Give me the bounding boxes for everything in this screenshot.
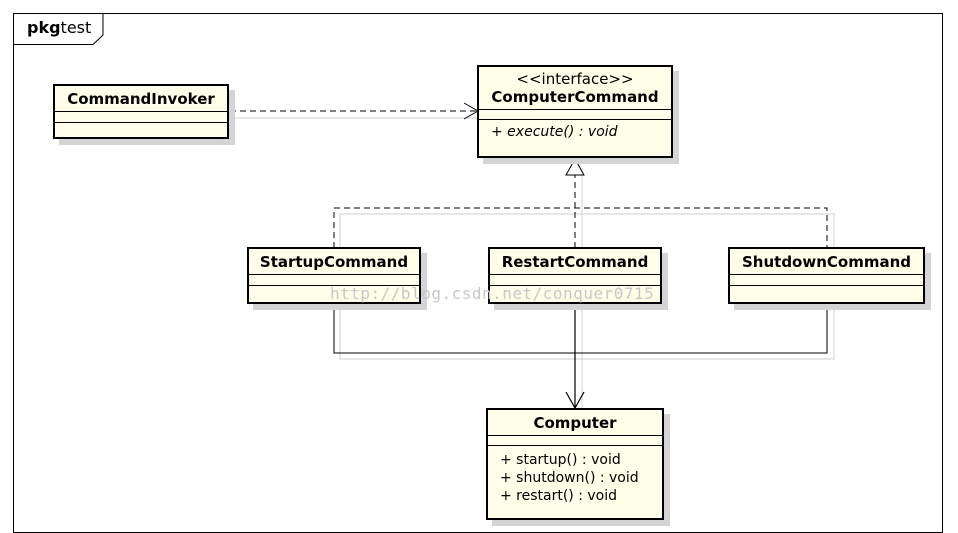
class-restart-command[interactable]: RestartCommand — [488, 247, 662, 304]
interface-computer-command[interactable]: <<interface>> ComputerCommand + execute(… — [477, 65, 673, 158]
attributes-compartment — [479, 110, 671, 120]
class-computer[interactable]: Computer + startup() : void + shutdown()… — [486, 408, 664, 520]
attributes-compartment — [249, 275, 419, 286]
relationship-lines — [230, 102, 835, 410]
operation: + shutdown() : void — [500, 470, 639, 486]
class-name: StartupCommand — [249, 249, 419, 275]
operation: + restart() : void — [500, 488, 618, 504]
class-name: CommandInvoker — [55, 86, 227, 112]
operations-compartment: + startup() : void + shutdown() : void +… — [488, 446, 662, 505]
class-name: RestartCommand — [490, 249, 660, 275]
package-keyword: pkg — [27, 18, 61, 37]
package-name: test — [60, 18, 92, 37]
operations-compartment — [730, 286, 923, 296]
class-name: ComputerCommand — [491, 88, 659, 106]
realization-branch-line — [333, 207, 828, 248]
class-name: Computer — [488, 410, 662, 436]
package-tab — [13, 13, 104, 45]
attributes-compartment — [55, 112, 227, 123]
realization-arrowhead — [565, 157, 585, 176]
stereotype: <<interface>> — [516, 70, 634, 88]
attributes-compartment — [730, 275, 923, 286]
operations-compartment: + execute() : void — [479, 120, 671, 141]
class-header: <<interface>> ComputerCommand — [479, 67, 671, 110]
class-shutdown-command[interactable]: ShutdownCommand — [728, 247, 925, 304]
watermark: http://blog.csdn.net/conquer0715 — [330, 284, 655, 303]
class-startup-command[interactable]: StartupCommand — [247, 247, 421, 304]
attributes-compartment — [490, 275, 660, 286]
operation: + execute() : void — [491, 124, 618, 140]
operation: + startup() : void — [500, 452, 621, 468]
class-command-invoker[interactable]: CommandInvoker — [53, 84, 229, 139]
attributes-compartment — [488, 436, 662, 446]
association-line — [333, 304, 828, 354]
operations-compartment — [55, 123, 227, 133]
class-name: ShutdownCommand — [730, 249, 923, 275]
package-label: pkgtest — [13, 13, 105, 43]
